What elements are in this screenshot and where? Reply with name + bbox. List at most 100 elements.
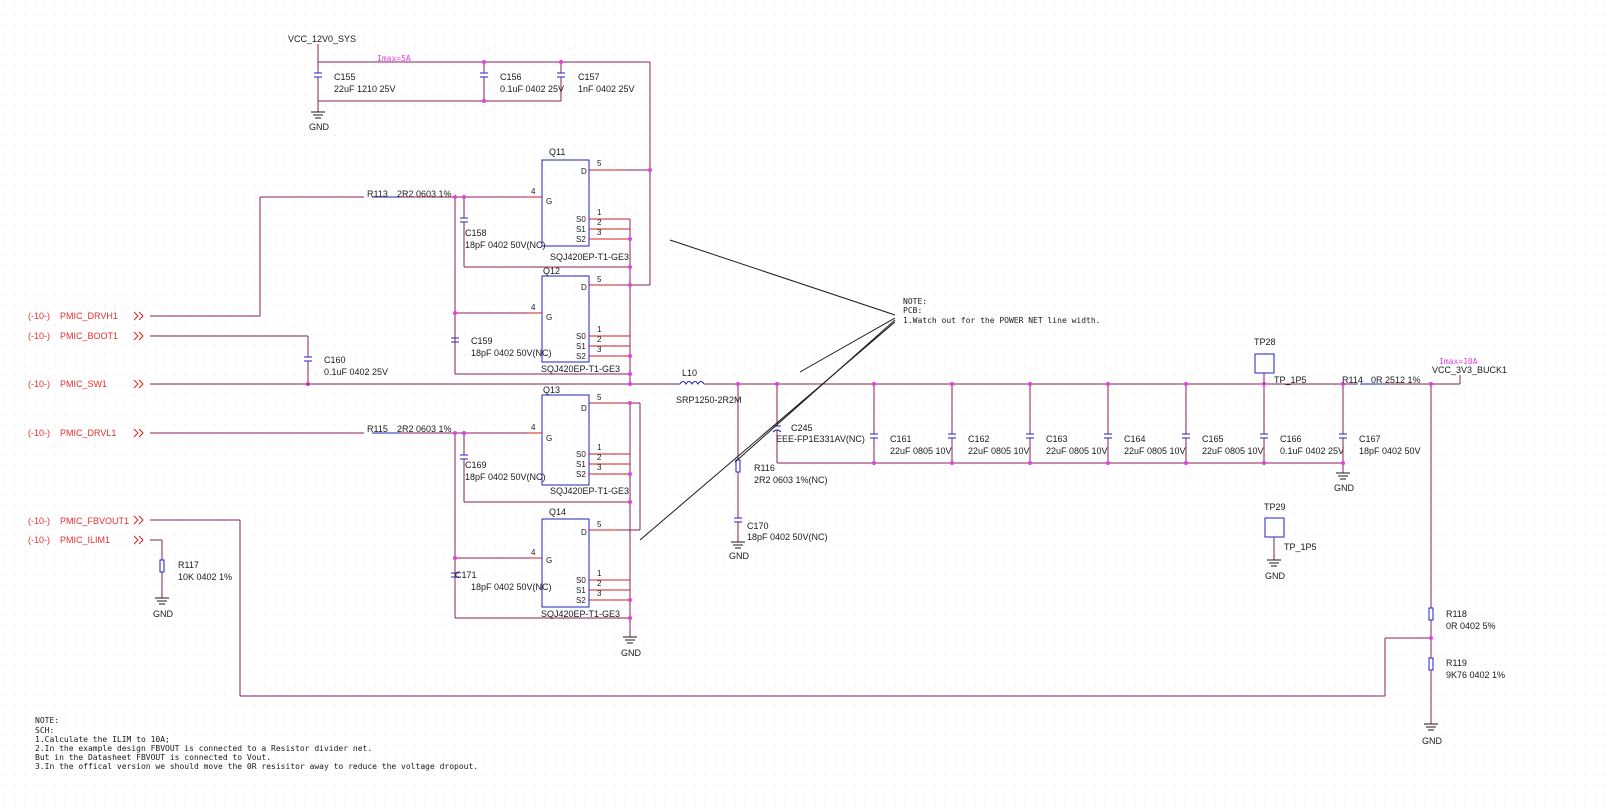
- svg-text:(-10-): (-10-): [28, 516, 50, 526]
- capacitor-c245[interactable]: C245 EEE-FP1E331AV(NC): [772, 384, 865, 463]
- svg-text:PMIC_FBVOUT1: PMIC_FBVOUT1: [60, 516, 129, 526]
- svg-text:(-10-): (-10-): [28, 535, 50, 545]
- svg-text:1: 1: [597, 569, 602, 578]
- capacitor-c160[interactable]: C160 0.1uF 0402 25V: [304, 336, 388, 384]
- svg-text:S2: S2: [576, 470, 586, 479]
- value-r118: 0R 0402 5%: [1446, 621, 1496, 631]
- port-pmic-fbvout1[interactable]: (-10-) PMIC_FBVOUT1: [28, 515, 144, 526]
- part-l10: SRP1250-2R2M: [676, 395, 742, 405]
- svg-text:S1: S1: [576, 225, 586, 234]
- svg-text:5: 5: [597, 393, 602, 402]
- capacitor-c156[interactable]: C156 0.1uF 0402 25V: [480, 62, 564, 101]
- svg-text:PMIC_DRVH1: PMIC_DRVH1: [60, 311, 118, 321]
- value-c245: EEE-FP1E331AV(NC): [776, 434, 865, 444]
- net-label-vcc-3v3-buck1: VCC_3V3_BUCK1: [1432, 365, 1507, 375]
- resistor-r114[interactable]: R114 0R 2512 1%: [1342, 375, 1421, 385]
- ref-c155: C155: [334, 72, 356, 82]
- part-tp29: TP_1P5: [1284, 542, 1317, 552]
- value-c167: 18pF 0402 50V: [1359, 446, 1421, 456]
- svg-text:3: 3: [597, 228, 602, 237]
- svg-text:1.Watch out for the POWER NET: 1.Watch out for the POWER NET line width…: [903, 316, 1100, 325]
- svg-text:S1: S1: [576, 342, 586, 351]
- ground-symbol-gnd-fb: GND: [1422, 723, 1443, 746]
- imax-label-input: Imax=5A: [377, 54, 411, 63]
- ref-c169: C169: [465, 460, 487, 470]
- ground-symbol-gnd-snubber: GND: [729, 541, 750, 561]
- svg-text:G: G: [546, 313, 552, 322]
- capacitor-c171[interactable]: C171 18pF 0402 50V(NC): [451, 558, 552, 592]
- svg-text:PCB:: PCB:: [903, 306, 922, 315]
- ground-symbol-gnd-out: GND: [1334, 472, 1355, 493]
- ref-c157: C157: [578, 72, 600, 82]
- svg-text:S0: S0: [576, 215, 586, 224]
- ref-c162: C162: [968, 434, 990, 444]
- capacitor-c164[interactable]: C164 22uF 0805 10V: [1104, 384, 1186, 463]
- value-c171: 18pF 0402 50V(NC): [471, 582, 552, 592]
- svg-text:2: 2: [597, 335, 602, 344]
- ref-r115: R115: [367, 424, 388, 434]
- ref-c164: C164: [1124, 434, 1146, 444]
- svg-text:NOTE:: NOTE:: [903, 297, 927, 306]
- port-pmic-ilim1[interactable]: (-10-) PMIC_ILIM1: [28, 535, 144, 545]
- svg-text:S2: S2: [576, 235, 586, 244]
- svg-text:S0: S0: [576, 332, 586, 341]
- ref-c170: C170: [747, 521, 769, 531]
- value-c169: 18pF 0402 50V(NC): [465, 472, 546, 482]
- ref-r113: R113: [367, 189, 388, 199]
- mosfet-q12[interactable]: Q12 SQJ420EP-T1-GE3 D G S0 S1 S2 5 4 1 2…: [527, 266, 630, 374]
- capacitor-c157[interactable]: C157 1nF 0402 25V: [557, 62, 635, 101]
- ref-r114: R114: [1342, 375, 1363, 385]
- svg-text:4: 4: [531, 303, 536, 312]
- capacitor-c161[interactable]: C161 22uF 0805 10V: [870, 384, 952, 463]
- inductor-l10[interactable]: L10 SRP1250-2R2M: [676, 368, 742, 405]
- svg-text:3: 3: [597, 589, 602, 598]
- capacitor-c155[interactable]: C155 22uF 1210 25V: [314, 62, 396, 112]
- sch-note: NOTE: SCH: 1.Calculate the ILIM to 10A; …: [35, 716, 478, 771]
- svg-text:(-10-): (-10-): [28, 311, 50, 321]
- ref-q14: Q14: [549, 507, 566, 517]
- capacitor-c163[interactable]: C163 22uF 0805 10V: [1026, 384, 1108, 463]
- port-pmic-drvh1[interactable]: (-10-) PMIC_DRVH1: [28, 311, 144, 321]
- value-c163: 22uF 0805 10V: [1046, 446, 1108, 456]
- test-point-tp29[interactable]: TP29 TP_1P5 GND: [1264, 502, 1317, 581]
- svg-text:3: 3: [597, 345, 602, 354]
- capacitor-c162[interactable]: C162 22uF 0805 10V: [948, 384, 1030, 463]
- capacitor-c167[interactable]: C167 18pF 0402 50V: [1339, 384, 1421, 473]
- ref-r119: R119: [1446, 658, 1467, 668]
- ground-symbol-gnd-ilim: GND: [153, 597, 174, 619]
- ground-symbol-gnd-in: GND: [309, 111, 330, 132]
- ref-c245: C245: [791, 423, 813, 433]
- mosfet-q11[interactable]: Q11 SQJ420EP-T1-GE3 D G S0 S1 S2 5 4 1 2…: [527, 147, 630, 262]
- ref-q13: Q13: [543, 385, 560, 395]
- value-c165: 22uF 0805 10V: [1202, 446, 1264, 456]
- resistor-r115[interactable]: R115 2R2 0603 1%: [367, 424, 452, 434]
- value-c161: 22uF 0805 10V: [890, 446, 952, 456]
- ref-c156: C156: [500, 72, 522, 82]
- resistor-r113[interactable]: R113 2R2 0603 1%: [367, 189, 452, 199]
- capacitor-c165[interactable]: C165 22uF 0805 10V: [1182, 384, 1264, 463]
- svg-text:G: G: [546, 434, 552, 443]
- ref-c171: C171: [455, 570, 477, 580]
- ref-c160: C160: [324, 355, 346, 365]
- capacitor-c166[interactable]: C166 0.1uF 0402 25V: [1260, 384, 1344, 463]
- capacitor-c159[interactable]: C159 18pF 0402 50V(NC): [451, 313, 552, 358]
- ref-r116: R116: [754, 463, 775, 473]
- svg-text:PMIC_ILIM1: PMIC_ILIM1: [60, 535, 110, 545]
- value-c164: 22uF 0805 10V: [1124, 446, 1186, 456]
- ref-tp28: TP28: [1254, 337, 1276, 347]
- mosfet-q13[interactable]: Q13 SQJ420EP-T1-GE3 D G S0 S1 S2 5 4 1 2…: [527, 385, 630, 496]
- port-pmic-sw1[interactable]: (-10-) PMIC_SW1: [28, 379, 144, 389]
- svg-text:S0: S0: [576, 450, 586, 459]
- mosfet-q14[interactable]: Q14 SQJ420EP-T1-GE3 D G S0 S1 S2 5 4 1 2…: [527, 507, 630, 619]
- svg-text:PMIC_DRVL1: PMIC_DRVL1: [60, 428, 116, 438]
- svg-text:4: 4: [531, 423, 536, 432]
- ref-c166: C166: [1280, 434, 1302, 444]
- value-c159: 18pF 0402 50V(NC): [471, 348, 552, 358]
- value-r116: 2R2 0603 1%(NC): [754, 475, 828, 485]
- port-pmic-boot1[interactable]: (-10-) PMIC_BOOT1: [28, 331, 144, 341]
- port-pmic-drvl1[interactable]: (-10-) PMIC_DRVL1: [28, 428, 144, 438]
- ref-c159: C159: [471, 336, 493, 346]
- test-point-tp28[interactable]: TP28 TP_1P5: [1254, 337, 1307, 385]
